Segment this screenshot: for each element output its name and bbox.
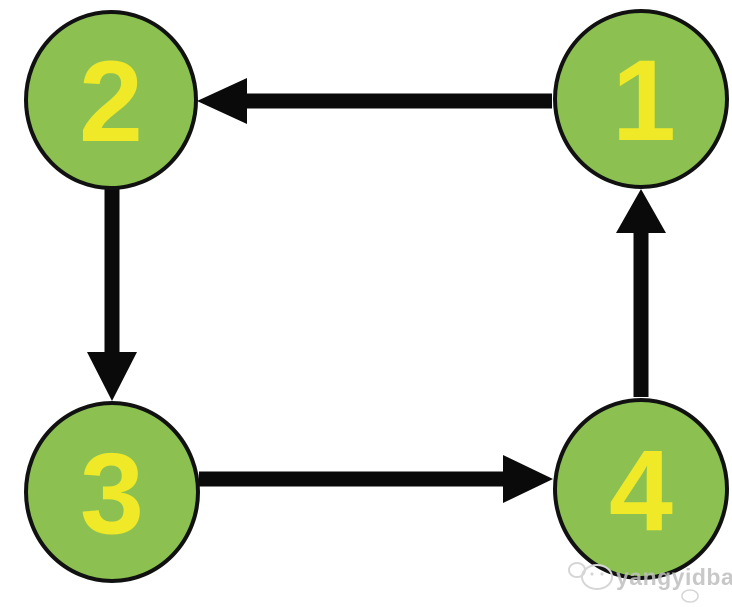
arrowhead-up-icon [616,189,666,233]
watermark: yangyidba [568,562,732,603]
node-2-circle [24,10,198,190]
node-1-circle [553,9,729,189]
edge-2-to-3 [87,189,137,401]
arrowhead-left-icon [197,78,247,124]
node-4-label: 4 [609,427,673,555]
node-4-circle [553,398,729,580]
node-3: 3 [24,401,200,583]
arrowhead-down-icon [87,352,137,401]
watermark-text: yangyidba [616,564,732,590]
node-4: 4 [553,398,729,580]
node-2-label: 2 [79,38,143,166]
watermark-logo-icon [568,562,699,603]
edge-4-to-1 [616,189,666,397]
node-3-circle [24,401,200,583]
node-1: 1 [553,9,729,189]
edge-3-to-4 [199,455,553,503]
node-3-label: 3 [80,430,144,558]
node-1-label: 1 [612,37,676,165]
arrowhead-right-icon [503,455,553,503]
edge-1-to-2 [197,78,552,124]
node-2: 2 [24,10,198,190]
